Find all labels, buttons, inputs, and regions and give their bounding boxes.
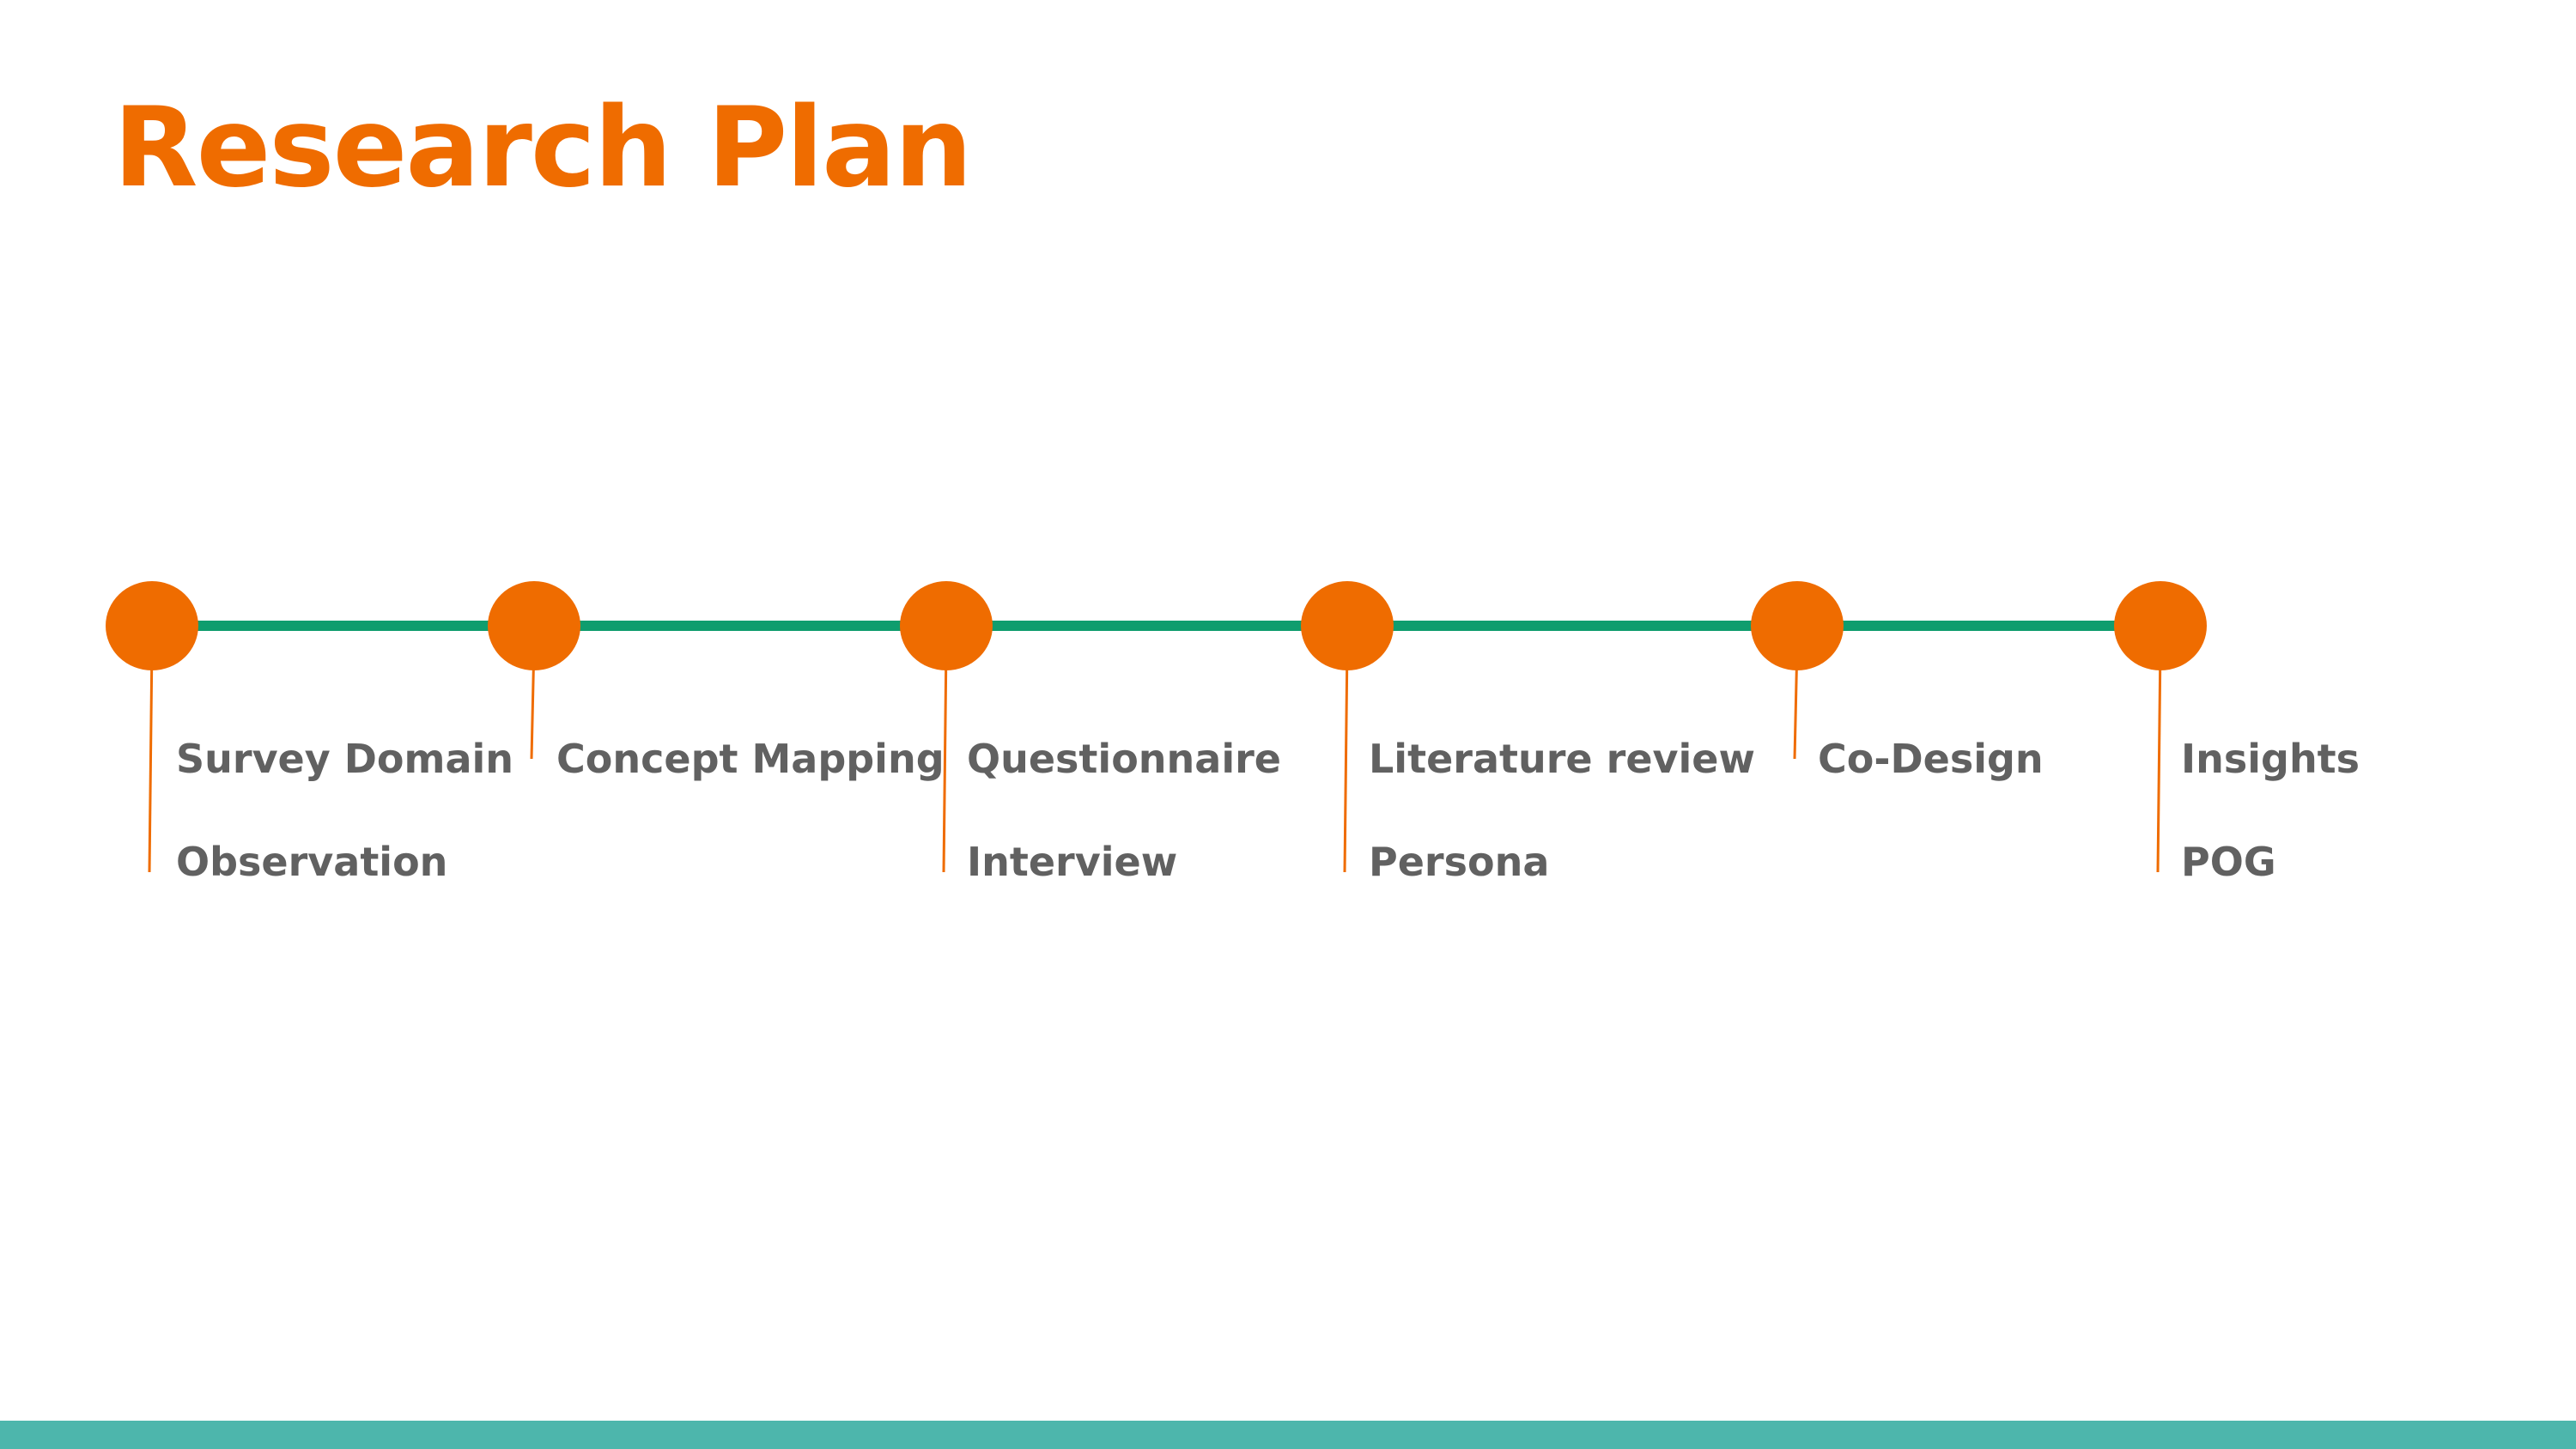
footer-bar [0, 1421, 2576, 1449]
milestone-label: Insights [2181, 736, 2360, 782]
milestone-label: Observation [176, 839, 448, 885]
milestone-label: Co-Design [1818, 736, 2044, 782]
milestone-label: Literature review [1369, 736, 1755, 782]
milestone-label: Persona [1369, 839, 1550, 885]
milestone-node [106, 581, 198, 670]
milestone-connector [1343, 642, 1349, 873]
milestone-label: Survey Domain [176, 736, 514, 782]
milestone-node [488, 581, 580, 670]
milestone-connector [148, 642, 154, 873]
milestone-node [2114, 581, 2207, 670]
milestone-connector [2156, 642, 2162, 873]
milestone-label: Interview [967, 839, 1178, 885]
milestone-label: Questionnaire [967, 736, 1281, 782]
milestone-node [1301, 581, 1394, 670]
milestone-node [1751, 581, 1844, 670]
milestone-node [900, 581, 993, 670]
page-title: Research Plan [113, 84, 973, 212]
milestone-label: Concept Mapping [556, 736, 945, 782]
milestone-label: POG [2181, 839, 2276, 885]
milestone-connector [942, 642, 948, 873]
